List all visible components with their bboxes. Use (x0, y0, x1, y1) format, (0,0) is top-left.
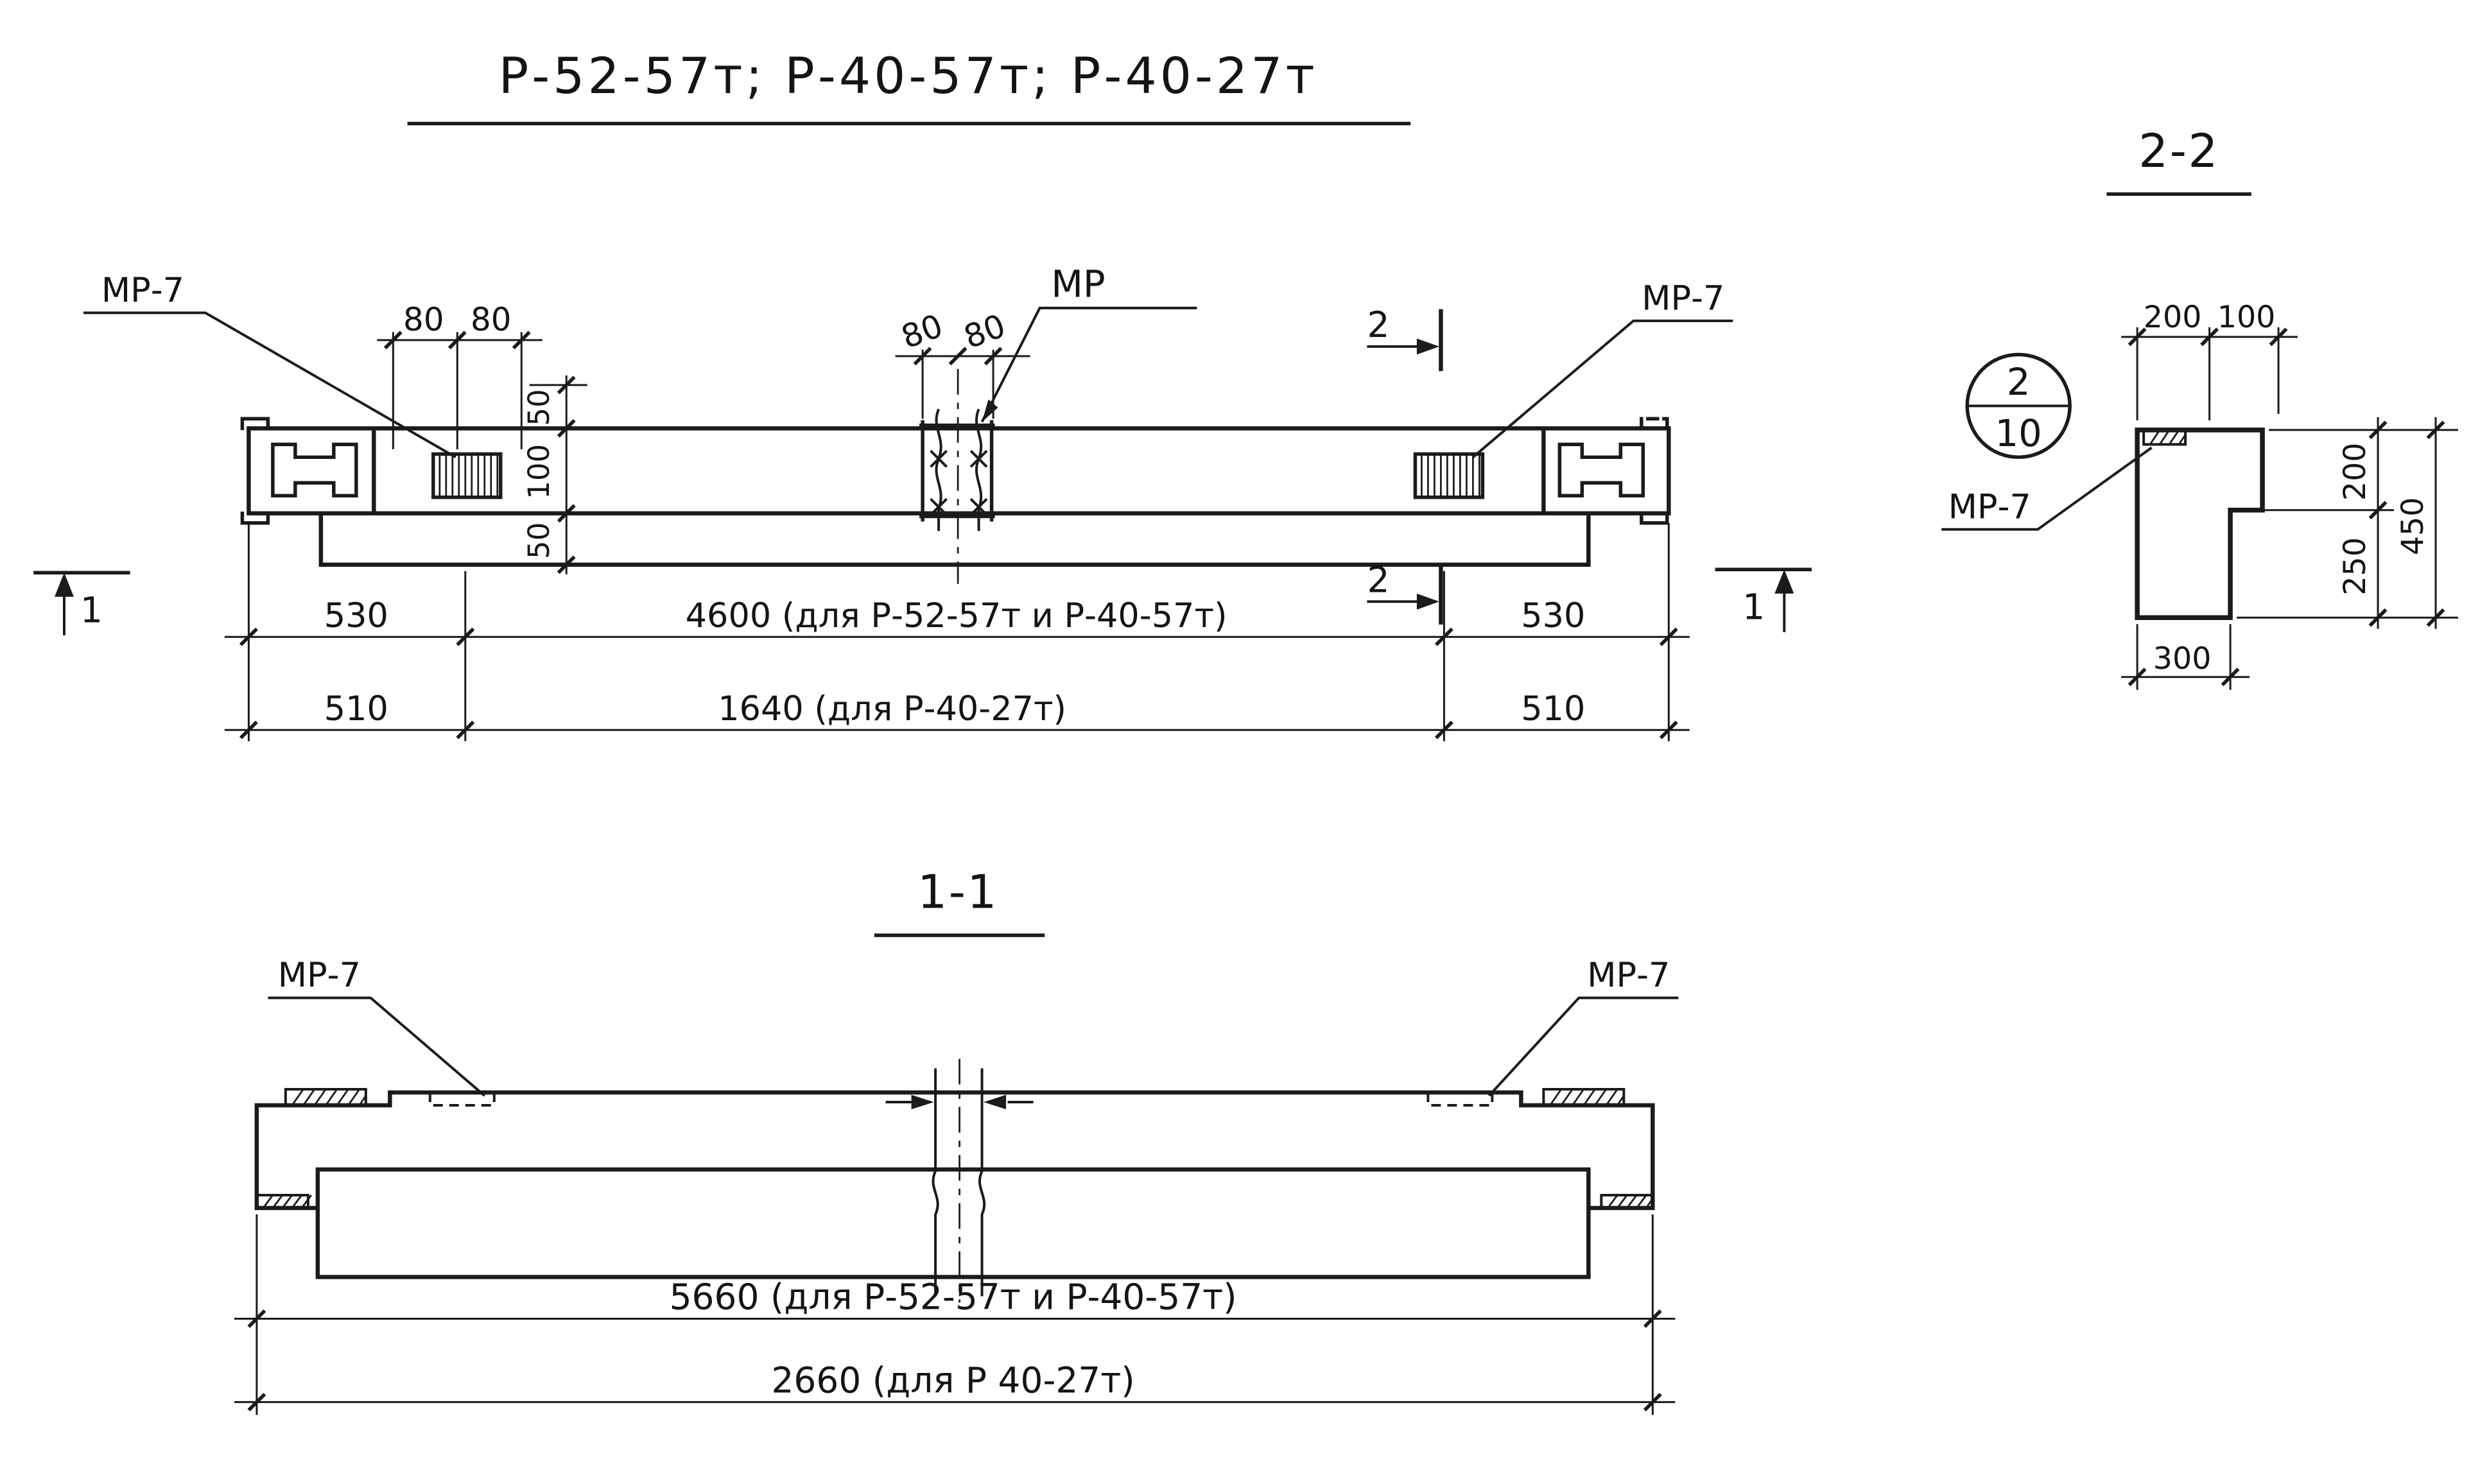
section-1-arrowhead (1774, 569, 1794, 594)
section-2-label: 2 (1367, 304, 1389, 345)
dim-200-top: 200 (2144, 300, 2202, 335)
section-1-label: 1 (80, 590, 103, 631)
detail-bubble-circle (1965, 352, 2072, 460)
dim-530-left: 530 (324, 596, 388, 635)
drawing-title: Р-52-57т; Р-40-57т; Р-40-27т (499, 47, 1318, 105)
leader-mp (980, 306, 1197, 423)
dim-450-right: 450 (2395, 497, 2431, 555)
cross-section-plate-hatch (2149, 429, 2187, 445)
section-2-2-title: 2-2 (2138, 125, 2219, 178)
elevation-dim-ticks (239, 331, 1678, 739)
cross-section-plate (2142, 428, 2187, 446)
dim-2660: 2660 (для Р 40-27т) (771, 1359, 1134, 1401)
dim-5660: 5660 (для Р-52-57т и Р-40-57т) (670, 1276, 1237, 1317)
embed-plates-hatch (438, 454, 1480, 497)
dim-510-right: 510 (1521, 689, 1585, 729)
section-2-2-dim-ticks (2128, 327, 2445, 687)
dim-100-top: 100 (2217, 300, 2276, 335)
dim-300-bottom: 300 (2153, 641, 2212, 677)
section-marker-1-left: 1 (33, 571, 130, 635)
plan-dim-ticks (247, 1309, 1662, 1411)
section-marker-2-top: 2 (1367, 304, 1443, 372)
joint-edges (921, 420, 994, 522)
plan-outline (254, 1090, 1655, 1279)
dim-1640: 1640 (для Р-40-27т) (718, 689, 1066, 729)
plan-break-squiggles (932, 1068, 986, 1297)
dim-200-right: 200 (2337, 443, 2373, 501)
plan-strips-hatch (262, 1089, 1654, 1209)
end-tab-hidden (1640, 417, 1669, 431)
section-2-arrowhead (1416, 593, 1439, 610)
section-2-arrowhead (1416, 338, 1439, 355)
mp7-label-section: МР-7 (1948, 487, 2031, 526)
plan-hidden-plates (428, 1091, 1494, 1107)
dim-80-left-1: 80 (403, 301, 444, 338)
dim-250-right: 250 (2337, 537, 2373, 596)
mp7-label-plan-right: МР-7 (1587, 956, 1670, 995)
section-2-2-view: 2-2 2 10 200 100 200 250 450 300 МР-7 (1941, 125, 2458, 690)
dim-50-top: 50 (522, 389, 556, 426)
leader-mp7-right (1472, 319, 1733, 458)
section-marker-1-right: 1 (1715, 567, 1812, 632)
plan-dim-lines (234, 1214, 1676, 1415)
leader-mp7-section (1941, 446, 2153, 531)
end-tabs (240, 417, 1669, 525)
dim-530-right: 530 (1521, 596, 1585, 635)
detail-bubble-number: 2 (2007, 361, 2031, 404)
mp7-label-right: МР-7 (1642, 279, 1724, 318)
mp-label: МР (1051, 263, 1105, 306)
leader-mp7-left (83, 311, 456, 459)
keyway-right (1557, 442, 1645, 498)
section-marker-2-bottom: 2 (1367, 559, 1443, 625)
dim-100: 100 (522, 444, 556, 499)
section-1-arrowhead (54, 573, 74, 597)
joint-cross-marks (930, 449, 988, 516)
dim-4600: 4600 (для Р-52-57т и Р-40-57т) (686, 596, 1227, 635)
plan-strips (255, 1088, 1654, 1210)
detail-bubble-sheet: 10 (1995, 412, 2042, 455)
mp7-label-plan-left: МР-7 (278, 956, 361, 995)
detail-bubble: 2 10 (1965, 352, 2072, 460)
dim-80-center-2: 80 (959, 307, 1010, 356)
leader-mp7-plan-left (268, 996, 486, 1097)
dim-80-left-2: 80 (471, 301, 512, 338)
dim-50-bottom: 50 (522, 522, 556, 559)
section-1-label: 1 (1742, 587, 1765, 628)
elevation-view: 2 2 1 1 МР-7 МР-7 МР 80 80 80 80 5 (33, 263, 1812, 741)
section-1-1-title: 1-1 (917, 866, 998, 920)
title-block: Р-52-57т; Р-40-57т; Р-40-27т (407, 47, 1411, 126)
dim-80-center-1: 80 (897, 307, 948, 356)
cross-section-outline (2135, 427, 2265, 620)
dim-510-left: 510 (324, 689, 388, 729)
plan-center-arrowheads (911, 1094, 1007, 1110)
leader-mp-arrowhead (982, 399, 998, 422)
mp7-label-left: МР-7 (101, 271, 184, 310)
leader-mp7-plan-right (1487, 996, 1679, 1097)
section-2-label: 2 (1367, 559, 1389, 600)
keyway-left (271, 442, 358, 498)
section-1-1-view: 1-1 МР-7 МР-7 5660 (для Р-52-57т и Р-40-… (234, 866, 1679, 1415)
